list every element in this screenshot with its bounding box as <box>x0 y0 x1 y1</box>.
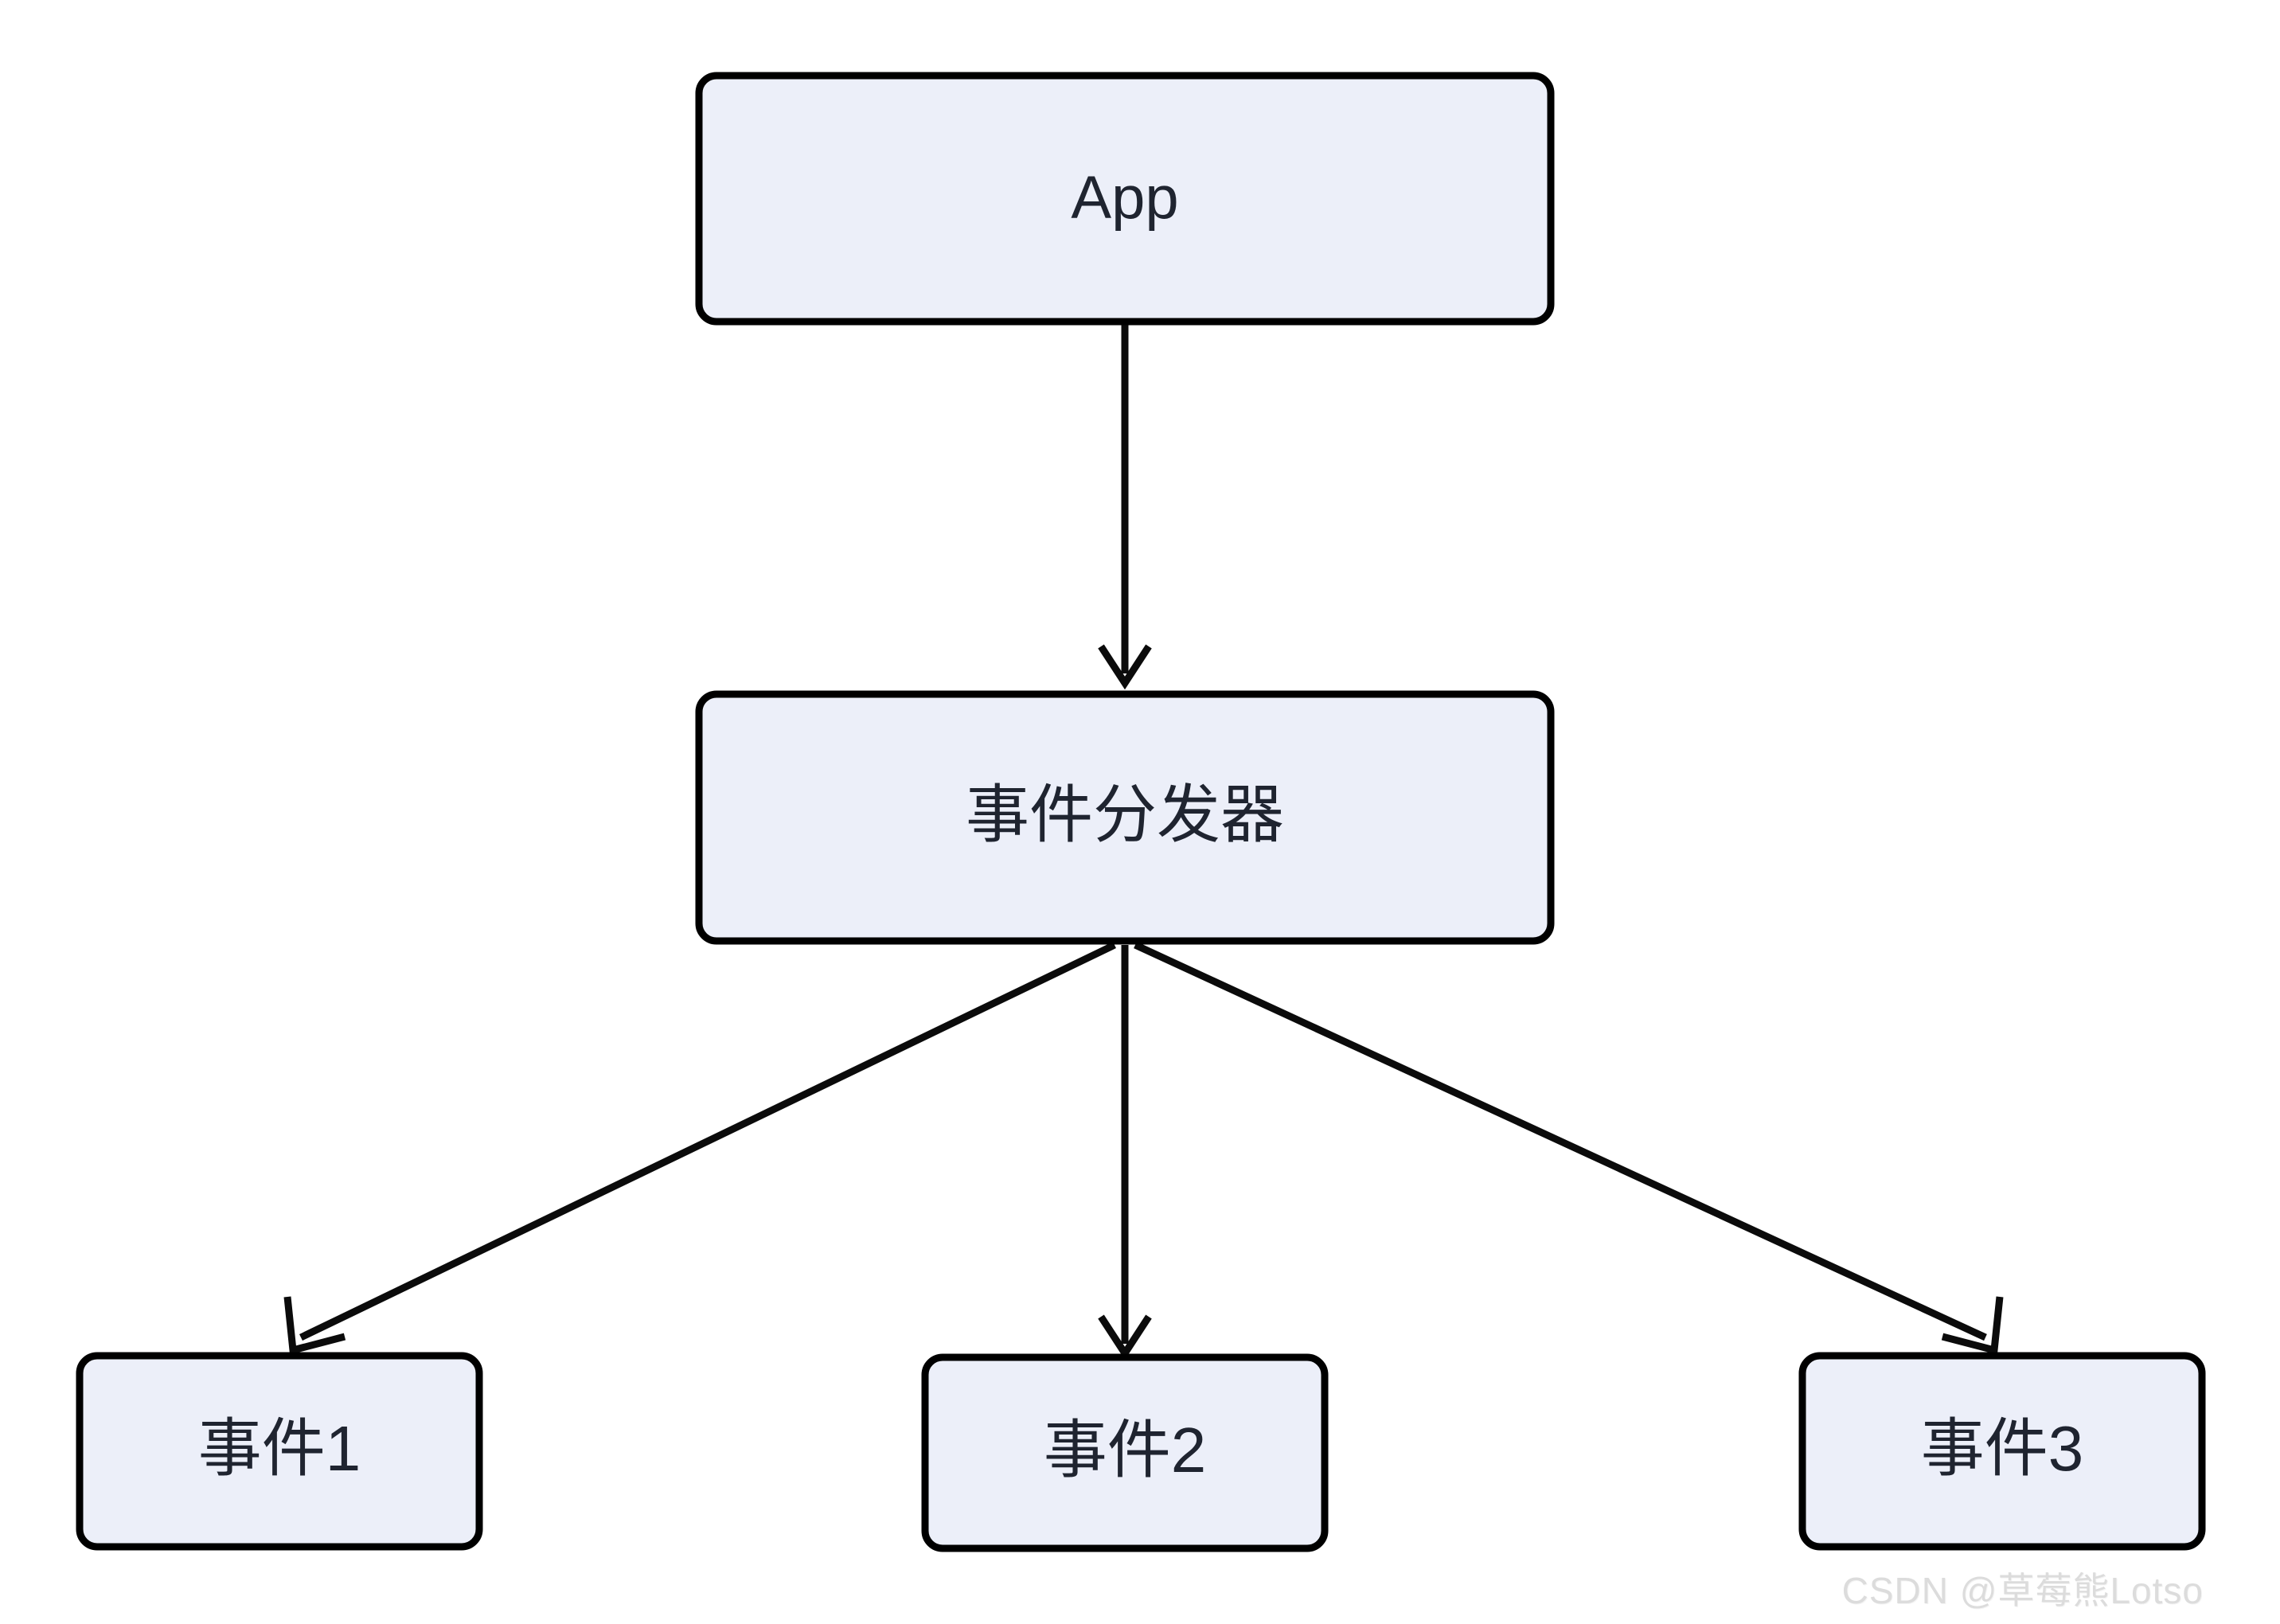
node-event3-label: 事件3 <box>1921 1413 2084 1484</box>
edge-line <box>1134 941 1987 1341</box>
node-event1-box[interactable] <box>76 1352 483 1551</box>
node-event1[interactable]: 事件1 <box>76 1352 483 1551</box>
edge-dispatcher-to-event1 <box>283 941 1116 1355</box>
edge-dispatcher-to-event2 <box>1098 945 1152 1360</box>
edge-app-to-dispatcher <box>1098 322 1152 690</box>
node-dispatcher[interactable]: 事件分发器 <box>695 690 1555 945</box>
node-app-label: App <box>1071 164 1178 232</box>
watermark: CSDN @草莓熊Lotso <box>1841 1570 2204 1611</box>
node-app-box[interactable] <box>695 72 1555 326</box>
node-dispatcher-label: 事件分发器 <box>966 779 1284 850</box>
arrowhead-icon <box>1098 644 1152 690</box>
node-app[interactable]: App <box>695 72 1555 326</box>
arrowhead-icon <box>1098 1314 1152 1360</box>
edge-line <box>299 941 1116 1341</box>
node-event3[interactable]: 事件3 <box>1798 1352 2206 1551</box>
node-layer: App 事件分发器 事件1 事件2 事件3 <box>76 72 2206 1552</box>
edge-dispatcher-to-event3 <box>1134 941 2004 1355</box>
arrowhead-icon <box>283 1296 346 1355</box>
node-event3-box[interactable] <box>1798 1352 2206 1551</box>
node-dispatcher-box[interactable] <box>695 690 1555 945</box>
node-event1-label: 事件1 <box>198 1413 361 1484</box>
node-event2-label: 事件2 <box>1044 1415 1207 1485</box>
node-event2[interactable]: 事件2 <box>921 1353 1329 1552</box>
arrowhead-icon <box>1941 1296 2004 1355</box>
node-event2-box[interactable] <box>921 1353 1329 1552</box>
edge-layer <box>283 322 2004 1360</box>
